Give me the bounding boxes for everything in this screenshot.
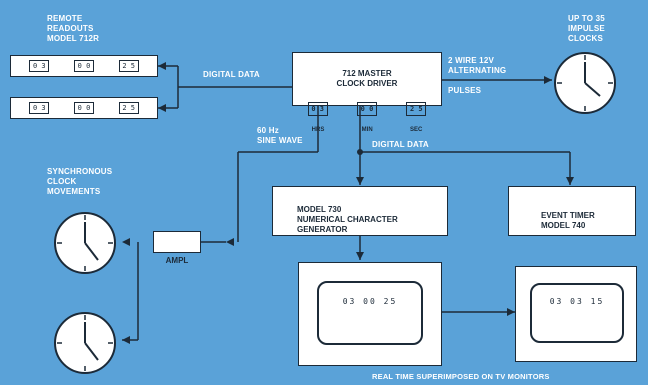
arrow-head	[356, 252, 364, 260]
master-digit: 0 0	[356, 102, 377, 116]
tv-monitor-2: 03 03 15	[515, 266, 637, 362]
arrow-head	[226, 238, 234, 246]
readout-cell: 0 3	[29, 102, 50, 114]
unit-label: HRS	[311, 127, 325, 133]
digital-data-label: DIGITAL DATA	[203, 70, 260, 79]
readout-cell: 2 5	[118, 102, 139, 114]
arrow-head	[356, 177, 364, 185]
master-clock-driver: 712 MASTER CLOCK DRIVER 0 3 0 0 2 5 HRS …	[292, 52, 442, 133]
impulse-clocks-label: UP TO 35 IMPULSE CLOCKS	[568, 14, 605, 43]
arrow-head	[507, 308, 515, 316]
arrow-head	[158, 62, 166, 70]
ampl-label: AMPL	[165, 256, 189, 265]
monitor-2-time: 03 03 15	[549, 297, 605, 306]
readout-cell: 0 3	[29, 60, 50, 72]
event-timer-label: EVENT TIMER MODEL 740	[541, 211, 595, 230]
two-wire-label: 2 WIRE 12V ALTERNATING	[448, 56, 507, 75]
sine-wave-label: 60 Hz SINE WAVE	[257, 126, 303, 145]
unit-label: MIN	[361, 127, 373, 133]
synchronous-clock-2-icon	[54, 312, 116, 374]
arrow-head	[566, 177, 574, 185]
tv-caption: REAL TIME SUPERIMPOSED ON TV MONITORS	[372, 372, 550, 381]
master-digit: 2 5	[406, 102, 427, 116]
arrow-head	[544, 76, 552, 84]
readout-cell: 2 5	[118, 60, 139, 72]
master-display: 0 3 0 0 2 5	[293, 102, 441, 116]
arrow-head	[122, 238, 130, 246]
tv-monitor-1: 03 00 25	[298, 262, 442, 366]
digital-data-center-label: DIGITAL DATA	[372, 140, 429, 149]
arrow-head	[122, 336, 130, 344]
monitor-1-screen: 03 00 25	[317, 281, 423, 345]
readout-cell: 0 0	[73, 102, 94, 114]
event-timer-box: EVENT TIMER MODEL 740	[508, 186, 636, 236]
pulses-label: PULSES	[448, 86, 482, 95]
junction-dot	[357, 149, 363, 155]
monitor-2-screen: 03 03 15	[530, 283, 624, 343]
model-730-label: MODEL 730 NUMERICAL CHARACTER GENERATOR	[297, 205, 398, 234]
model-730-box: MODEL 730 NUMERICAL CHARACTER GENERATOR	[272, 186, 448, 236]
remote-readout-2: 0 3 0 0 2 5	[10, 97, 158, 119]
master-digit: 0 3	[307, 102, 328, 116]
amplifier-box: AMPL	[153, 231, 201, 265]
monitor-1-time: 03 00 25	[342, 297, 398, 306]
synchronous-clocks-label: SYNCHRONOUS CLOCK MOVEMENTS	[47, 167, 113, 196]
master-units: HRS MIN SEC	[293, 127, 441, 134]
synchronous-clock-1-icon	[54, 212, 116, 274]
impulse-clock-icon	[554, 52, 616, 114]
remote-readouts-label: REMOTE READOUTS MODEL 712R	[47, 14, 100, 43]
remote-readout-1: 0 3 0 0 2 5	[10, 55, 158, 77]
readout-cell: 0 0	[73, 60, 94, 72]
arrow-head	[158, 104, 166, 112]
master-title: 712 MASTER CLOCK DRIVER	[336, 69, 398, 88]
unit-label: SEC	[409, 127, 423, 133]
